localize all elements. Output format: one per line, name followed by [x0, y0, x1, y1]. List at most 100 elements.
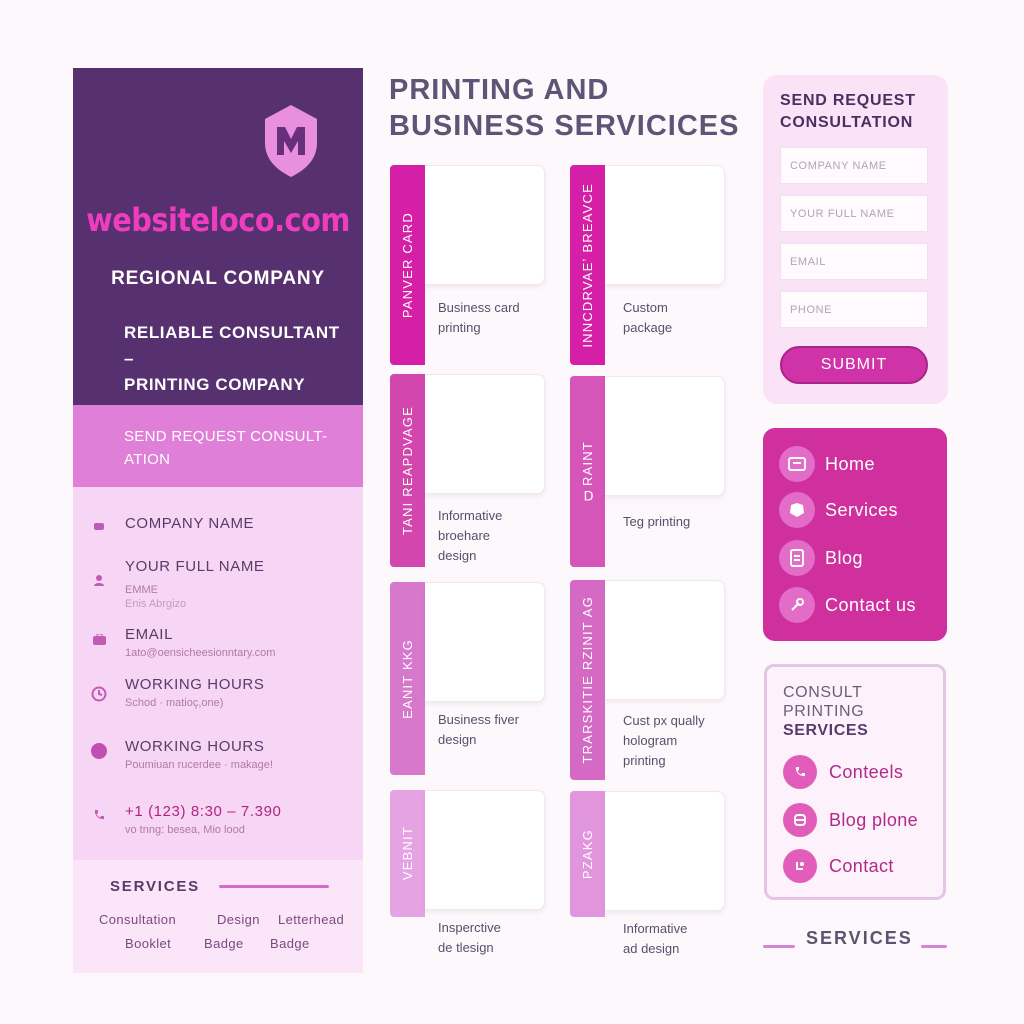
card-strip-label: TRARSKITIE RZINIT AG [580, 596, 595, 764]
email-field[interactable] [780, 243, 928, 280]
form-title-line-2: CONSULTATION [780, 114, 914, 131]
card-strip: VEBNIT [390, 790, 425, 917]
send-request-line-2: ATION [124, 451, 171, 468]
info-sub: 1ato@oensicheesionntary.com [125, 647, 276, 659]
consult-item-conteels[interactable]: Conteels [783, 755, 903, 789]
tagline-line-2: PRINTING COMPANY [124, 375, 306, 394]
card-desc-line: Business fiver [438, 712, 519, 727]
consult-item-label: Blog plone [829, 809, 919, 830]
service-link-badge-2[interactable]: Badge [270, 936, 310, 951]
right-services-line-left [763, 945, 795, 948]
card-strip: TANI REAPDVAGE [390, 374, 425, 567]
contact-icon [783, 849, 817, 883]
card-description: Insperctive de tlesign [438, 918, 558, 958]
send-request-line-1: SEND REQUEST CONSULT- [124, 428, 328, 445]
consult-item-contact[interactable]: Contact [783, 849, 894, 883]
info-label: WORKING HOURS [125, 738, 265, 755]
service-link-letterhead[interactable]: Letterhead [278, 912, 345, 927]
phone-field[interactable] [780, 291, 928, 328]
building-icon [91, 518, 107, 534]
card-desc-line: Business card [438, 300, 520, 315]
consult-title-line-3: SERVICES [783, 722, 869, 739]
consult-box-title: CONSULT PRINTING SERVICES [783, 683, 868, 740]
card-description: Cust px qually hologram printing [623, 711, 743, 771]
company-name-field[interactable] [780, 147, 928, 184]
phone-number[interactable]: +1 (123) 8:30 – 7.390 [125, 803, 282, 820]
consultation-form: SEND REQUEST CONSULTATION SUBMIT [763, 75, 948, 404]
info-label: WORKING HOURS [125, 676, 265, 693]
info-sub: vo tnng: besea, Mio lood [125, 824, 245, 836]
card-desc-line: printing [623, 753, 666, 768]
consult-printing-box: CONSULT PRINTING SERVICES Conteels Blog … [764, 664, 946, 900]
service-link-design[interactable]: Design [217, 912, 260, 927]
consult-item-label: Contact [829, 855, 894, 876]
info-label: YOUR FULL NAME [125, 558, 265, 575]
left-services-underline [219, 885, 329, 888]
service-link-booklet[interactable]: Booklet [125, 936, 172, 951]
service-link-consultation[interactable]: Consultation [99, 912, 177, 927]
card-strip-label: VEBNIT [400, 826, 415, 881]
send-request-band[interactable]: SEND REQUEST CONSULT- ATION [73, 405, 363, 487]
phone-icon [91, 807, 107, 823]
left-services-section: SERVICES Consultation Design Letterhead … [73, 860, 363, 973]
card-strip: ᗡRAINT [570, 376, 605, 567]
consult-title-line-2: PRINTING [783, 703, 865, 720]
nav-item-blog[interactable]: Blog [779, 540, 863, 576]
card-strip-label: PANVER CARD [400, 211, 415, 319]
nav-item-services[interactable]: Services [779, 492, 898, 528]
consult-item-blog-plone[interactable]: Blog plone [783, 803, 918, 837]
card-strip-label: INNCDRVAEʼ BREAVCE [580, 182, 595, 348]
card-preview [605, 580, 725, 700]
card-desc-line: Teg printing [623, 514, 691, 529]
left-column: websiteloco.com REGIONAL COMPANY RELIABL… [73, 68, 363, 973]
card-strip-label: PZAKG [580, 828, 595, 880]
user-icon [91, 572, 107, 588]
nav-label: Blog [825, 547, 864, 568]
dot-icon [91, 743, 107, 759]
clock-icon [91, 686, 107, 702]
card-desc-line: design [438, 548, 477, 563]
card-preview [425, 790, 545, 910]
card-desc-line: ad design [623, 941, 680, 956]
card-strip-label: ᗡRAINT [580, 440, 595, 503]
card-desc-line: Informative [438, 508, 503, 523]
card-desc-line: Cust px qually [623, 713, 705, 728]
card-desc-line: broehare [438, 528, 491, 543]
brand-domain[interactable]: websiteloco.com [86, 201, 350, 239]
card-desc-line: hologram [623, 733, 678, 748]
page-title-line-2: BUSINESS SERVICICES [389, 110, 740, 142]
consult-title-line-1: CONSULT [783, 684, 863, 701]
submit-button[interactable]: SUBMIT [780, 346, 928, 384]
card-strip: INNCDRVAEʼ BREAVCE [570, 165, 605, 365]
card-strip-label: TANI REAPDVAGE [400, 405, 415, 535]
briefcase-icon [91, 631, 107, 647]
nav-item-home[interactable]: Home [779, 446, 875, 482]
info-sub-2: Enis Abrgizo [125, 598, 187, 610]
card-description: Informative ad design [623, 919, 743, 959]
tagline-line-1: RELIABLE CONSULTANT – [124, 323, 340, 368]
right-services-line-right [921, 945, 947, 948]
card-strip: PANVER CARD [390, 165, 425, 365]
right-services-title: SERVICES [806, 928, 913, 948]
card-preview [605, 376, 725, 496]
brand-tagline: RELIABLE CONSULTANT – PRINTING COMPANY [124, 320, 354, 398]
nav-label: Services [825, 499, 899, 520]
shield-logo-icon [265, 105, 317, 177]
brand-regional-company: REGIONAL COMPANY [111, 268, 325, 289]
info-sub: Poumiuan rucerdee · makage! [125, 759, 273, 771]
service-link-badge[interactable]: Badge [204, 936, 244, 951]
card-preview [425, 374, 545, 494]
card-desc-line: de tlesign [438, 940, 494, 955]
card-desc-line: package [623, 320, 673, 335]
card-strip: EANIT KKG [390, 582, 425, 775]
blog-icon [779, 540, 815, 576]
nav-label: Home [825, 453, 876, 474]
services-icon [779, 492, 815, 528]
nav-item-contact-us[interactable]: Contact us [779, 587, 916, 623]
card-desc-line: Informative [623, 921, 688, 936]
info-label: EMAIL [125, 626, 174, 643]
card-desc-line: design [438, 732, 477, 747]
home-icon [779, 446, 815, 482]
card-preview [605, 791, 725, 911]
full-name-field[interactable] [780, 195, 928, 232]
